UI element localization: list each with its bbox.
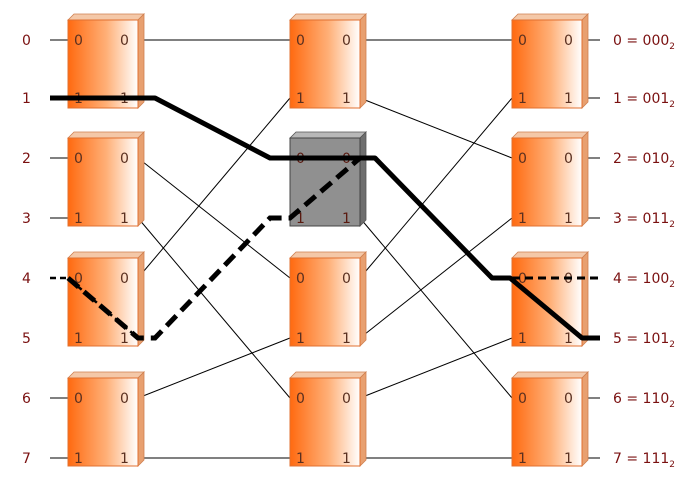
- port-in-0: 0: [518, 271, 527, 287]
- route-fine-dashed-segment: [50, 276, 139, 339]
- switch-box: 0 0 1 1: [289, 13, 367, 109]
- port-in-0: 0: [74, 151, 83, 167]
- output-label: 2 = 0102: [613, 151, 675, 170]
- port-out-1: 1: [120, 331, 129, 347]
- input-label: 7: [22, 451, 31, 467]
- port-out-0: 0: [342, 391, 351, 407]
- port-in-1: 1: [74, 451, 83, 467]
- port-out-0: 0: [342, 271, 351, 287]
- port-out-0: 0: [564, 151, 573, 167]
- switch-box: 0 0 1 1: [67, 251, 145, 347]
- output-label: 5 = 1012: [613, 331, 675, 350]
- switch-box: 0 0 1 1: [511, 131, 589, 227]
- network-wiring: [50, 39, 600, 459]
- port-out-1: 1: [564, 451, 573, 467]
- port-in-1: 1: [74, 211, 83, 227]
- switch-box: 0 0 1 1: [511, 13, 589, 109]
- port-in-0: 0: [74, 33, 83, 49]
- port-in-1: 1: [296, 451, 305, 467]
- port-in-1: 1: [518, 331, 527, 347]
- output-label: 1 = 0012: [613, 91, 675, 110]
- port-out-1: 1: [120, 211, 129, 227]
- port-in-0: 0: [296, 271, 305, 287]
- port-out-1: 1: [564, 211, 573, 227]
- input-label: 4: [22, 271, 31, 287]
- port-out-0: 0: [120, 33, 129, 49]
- port-in-1: 1: [518, 91, 527, 107]
- input-label: 0: [22, 33, 31, 49]
- port-in-1: 1: [296, 331, 305, 347]
- port-in-1: 1: [518, 211, 527, 227]
- port-in-1: 1: [296, 91, 305, 107]
- input-label: 3: [22, 211, 31, 227]
- switch-box: 0 0 1 1: [511, 371, 589, 467]
- port-in-0: 0: [518, 33, 527, 49]
- input-label: 2: [22, 151, 31, 167]
- port-in-0: 0: [296, 391, 305, 407]
- output-labels: 0 = 0002 1 = 0012 2 = 0102 3 = 0112 4 = 1002…: [613, 33, 675, 470]
- port-out-1: 1: [342, 451, 351, 467]
- port-in-0: 0: [518, 151, 527, 167]
- output-label: 0 = 0002: [613, 33, 675, 52]
- switch-boxes: 0 0 1 1 0 0 1 1 0 0 1 1 0 0 1 1 0 0 1 1 0 0 1 1 0 0 1 1 0 0 1 1 0 0 1 1 0 0 1 1…: [67, 13, 589, 467]
- port-out-1: 1: [120, 451, 129, 467]
- input-label: 1: [22, 91, 31, 107]
- port-out-0: 0: [120, 151, 129, 167]
- output-label: 6 = 1102: [613, 391, 675, 410]
- port-in-0: 0: [74, 271, 83, 287]
- switch-box: 0 0 1 1: [289, 371, 367, 467]
- port-in-1: 1: [518, 451, 527, 467]
- port-out-0: 0: [120, 391, 129, 407]
- port-in-0: 0: [518, 391, 527, 407]
- port-out-0: 0: [564, 391, 573, 407]
- input-labels: 0 1 2 3 4 5 6 7: [22, 33, 31, 467]
- port-in-1: 1: [296, 211, 305, 227]
- input-label: 5: [22, 331, 31, 347]
- port-out-1: 1: [342, 331, 351, 347]
- route-solid-path: [50, 95, 600, 341]
- port-in-0: 0: [74, 391, 83, 407]
- port-out-1: 1: [564, 91, 573, 107]
- output-label: 7 = 1112: [613, 451, 675, 470]
- highlighted-routes: [50, 95, 600, 341]
- port-out-0: 0: [342, 33, 351, 49]
- port-out-1: 1: [342, 211, 351, 227]
- port-in-0: 0: [296, 33, 305, 49]
- input-label: 6: [22, 391, 31, 407]
- switch-box: 0 0 1 1: [67, 131, 145, 227]
- switch-box: 0 0 1 1: [289, 251, 367, 347]
- port-in-1: 1: [74, 331, 83, 347]
- port-out-1: 1: [564, 331, 573, 347]
- port-out-0: 0: [564, 33, 573, 49]
- port-out-0: 0: [120, 271, 129, 287]
- port-out-1: 1: [342, 91, 351, 107]
- output-label: 4 = 1002: [613, 271, 675, 290]
- switch-box: 0 0 1 1: [67, 371, 145, 467]
- output-label: 3 = 0112: [613, 211, 675, 230]
